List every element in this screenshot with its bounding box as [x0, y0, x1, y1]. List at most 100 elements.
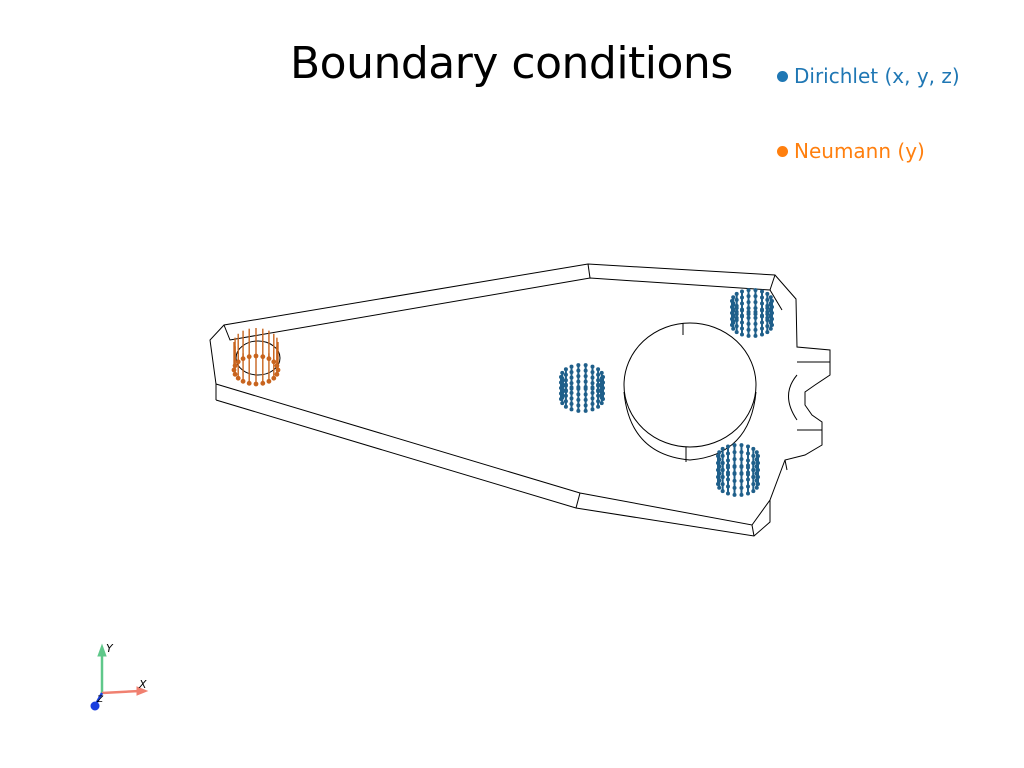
dirichlet-point	[731, 301, 736, 306]
dirichlet-point	[569, 390, 574, 395]
dirichlet-point	[596, 367, 601, 372]
dirichlet-point	[760, 313, 764, 318]
dirichlet-point	[717, 485, 722, 490]
dirichlet-point	[590, 381, 595, 386]
dirichlet-point	[569, 381, 574, 386]
dirichlet-point	[754, 471, 759, 476]
dirichlet-ring	[716, 443, 760, 497]
neumann-point	[246, 354, 252, 360]
dirichlet-point	[751, 474, 756, 479]
neumann-point	[253, 381, 259, 387]
dirichlet-point	[754, 485, 759, 490]
dirichlet-point	[576, 368, 581, 373]
bracket-edge	[769, 274, 776, 291]
dirichlet-point	[563, 389, 568, 394]
legend-label-neumann: Neumann (y)	[794, 139, 925, 163]
dirichlet-point	[740, 313, 744, 318]
dirichlet-point	[746, 484, 750, 489]
dirichlet-point	[753, 288, 758, 293]
dirichlet-point	[753, 333, 758, 338]
dirichlet-point	[563, 372, 568, 377]
dirichlet-point	[596, 378, 601, 383]
dirichlet-point	[765, 297, 770, 302]
dirichlet-point	[569, 364, 574, 369]
dirichlet-point	[754, 457, 759, 462]
dirichlet-point	[590, 396, 595, 401]
dirichlet-point	[720, 474, 725, 479]
dirichlet-point	[746, 306, 751, 311]
dirichlet-point	[760, 320, 764, 325]
dirichlet-point	[560, 387, 565, 392]
dirichlet-point	[583, 403, 588, 408]
dirichlet-point	[596, 372, 601, 377]
dirichlet-point	[734, 324, 739, 329]
dirichlet-point	[732, 471, 737, 476]
dirichlet-point	[596, 393, 601, 398]
dirichlet-point	[768, 307, 773, 312]
dirichlet-point	[746, 491, 750, 496]
dirichlet-point	[739, 457, 744, 462]
dirichlet-point	[751, 460, 756, 465]
dirichlet-point	[583, 379, 588, 384]
dirichlet-point	[560, 381, 565, 386]
neumann-point	[246, 380, 252, 386]
neumann-point	[271, 375, 277, 381]
dirichlet-point	[576, 397, 581, 402]
central-hole-wall	[623, 391, 757, 461]
dirichlet-point	[720, 453, 725, 458]
dirichlet-point	[596, 389, 601, 394]
dirichlet-point	[753, 315, 758, 320]
neumann-point	[232, 371, 238, 377]
dirichlet-point	[560, 392, 565, 397]
dirichlet-point	[583, 408, 588, 413]
dirichlet-point	[739, 478, 744, 483]
dirichlet-point	[583, 385, 588, 390]
dirichlet-point	[740, 307, 744, 312]
bracket-edge	[587, 263, 591, 279]
z-axis-label: Z	[96, 695, 104, 705]
dirichlet-point	[760, 332, 764, 337]
dirichlet-point	[746, 477, 750, 482]
dirichlet-point	[590, 407, 595, 412]
dirichlet-point	[569, 401, 574, 406]
dirichlet-point	[740, 332, 744, 337]
dirichlet-point	[768, 301, 773, 306]
dirichlet-point	[746, 451, 750, 456]
dirichlet-point	[730, 323, 734, 327]
neumann-point	[266, 356, 272, 362]
dirichlet-point	[753, 327, 758, 332]
dirichlet-point	[760, 295, 764, 300]
x-axis-label: X	[138, 678, 147, 691]
dirichlet-point	[583, 363, 588, 368]
dirichlet-point	[560, 370, 565, 375]
dirichlet-point	[739, 450, 744, 455]
dirichlet-point	[596, 383, 601, 388]
dirichlet-point	[760, 307, 764, 312]
neumann-point	[260, 380, 266, 386]
dirichlet-point	[753, 300, 758, 305]
dirichlet-point	[746, 315, 751, 320]
dirichlet-point	[596, 404, 601, 409]
dirichlet-point	[765, 330, 770, 335]
dirichlet-ring	[730, 288, 774, 338]
dirichlet-point	[751, 446, 756, 451]
dirichlet-point	[734, 303, 739, 308]
dirichlet-point	[746, 294, 751, 299]
dirichlet-point	[746, 288, 751, 293]
bracket-inner-edge	[223, 277, 783, 341]
dirichlet-point	[739, 471, 744, 476]
dirichlet-point	[726, 491, 730, 496]
dirichlet-point	[740, 320, 744, 325]
dirichlet-point	[732, 478, 737, 483]
central-hole-top	[623, 322, 757, 448]
dirichlet-point	[720, 460, 725, 465]
neumann-point	[274, 363, 280, 369]
bracket-edge	[575, 492, 581, 509]
dirichlet-point	[726, 451, 730, 456]
neumann-point	[235, 375, 241, 381]
dirichlet-point	[717, 457, 722, 462]
neumann-point	[260, 354, 266, 360]
dirichlet-point	[768, 295, 773, 300]
dirichlet-point	[760, 289, 764, 294]
